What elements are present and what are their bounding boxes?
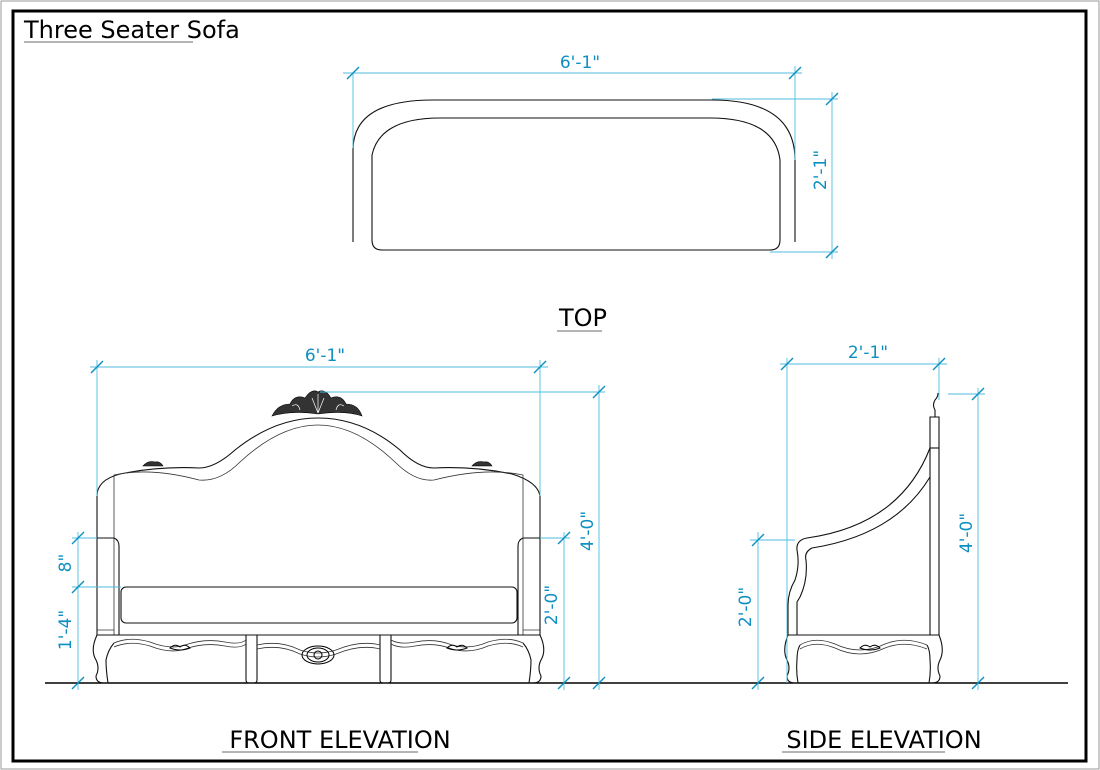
side-front-leg [784, 634, 801, 684]
side-crest-finial [932, 392, 939, 417]
side-back-leg [926, 634, 943, 684]
front-leg-left [92, 634, 115, 684]
front-width-label: 6'-1" [305, 346, 345, 366]
side-apron [799, 639, 928, 651]
side-apron-carving [859, 644, 881, 651]
side-depth-label: 2'-1" [848, 343, 888, 363]
dim-tick [751, 676, 765, 690]
dim-tick [971, 676, 985, 690]
front-leg-center-left [245, 635, 258, 684]
dim-tick [71, 676, 85, 690]
front-seat-cushion [120, 586, 518, 624]
dim-tick [788, 66, 802, 80]
front-arm-above-seat-label: 8" [56, 554, 76, 573]
dim-tick [825, 92, 839, 106]
dim-tick [71, 580, 85, 594]
dim-tick [557, 676, 571, 690]
apron-left-carving [169, 644, 191, 651]
top-width-label: 6'-1" [560, 53, 600, 73]
front-left-arm [97, 537, 120, 635]
front-seat-height-label: 1'-4" [56, 610, 76, 650]
front-leg-center-right [379, 635, 392, 684]
side-arm-outer [787, 447, 931, 635]
sheet-frame [11, 9, 1088, 763]
dim-tick [90, 360, 104, 374]
front-height-label: 4'-0" [578, 511, 598, 551]
dim-tick [825, 245, 839, 259]
apron-center-carving [301, 645, 335, 665]
dim-tick [592, 385, 606, 399]
right-ear-carving [471, 461, 493, 467]
apron-right-carving [446, 644, 468, 651]
top-outer-outline [352, 99, 796, 242]
top-view: 6'-1" 2'-1" TOP [343, 53, 839, 332]
side-arm-height-label: 2'-0" [736, 587, 756, 627]
front-leg-right [522, 634, 545, 684]
side-arm-inner [796, 476, 931, 635]
front-elevation: 6'-1" 4'-0" 2'-0" 8" 1'-4" FRONT ELEVATI… [56, 346, 606, 754]
top-inner-seat-outline [371, 117, 781, 251]
dim-tick [971, 387, 985, 401]
dim-tick [533, 360, 547, 374]
dim-tick [780, 357, 794, 371]
side-elevation-label: SIDE ELEVATION [786, 726, 981, 754]
sheet-title: Three Seater Sofa [23, 16, 240, 44]
dim-tick [751, 533, 765, 547]
front-apron [256, 646, 381, 658]
side-elevation: 2'-1" 4'-0" 2'-0" SIDE ELEVATION [736, 343, 985, 754]
dim-tick [592, 676, 606, 690]
side-back-post [929, 416, 940, 635]
front-backrest-inner [113, 424, 524, 635]
top-view-label: TOP [558, 304, 607, 332]
dim-tick [71, 531, 85, 545]
dim-tick [557, 531, 571, 545]
front-backrest-outline [96, 417, 541, 635]
crest-carving [271, 390, 363, 417]
dim-tick [932, 357, 946, 371]
front-elevation-label: FRONT ELEVATION [229, 726, 450, 754]
front-arm-height-label: 2'-0" [542, 585, 562, 625]
top-depth-label: 2'-1" [811, 150, 831, 190]
side-apron [799, 643, 928, 655]
side-height-label: 4'-0" [957, 513, 977, 553]
front-apron [256, 642, 381, 654]
left-ear-carving [142, 461, 164, 467]
front-right-arm [517, 537, 540, 635]
dim-tick [346, 66, 360, 80]
